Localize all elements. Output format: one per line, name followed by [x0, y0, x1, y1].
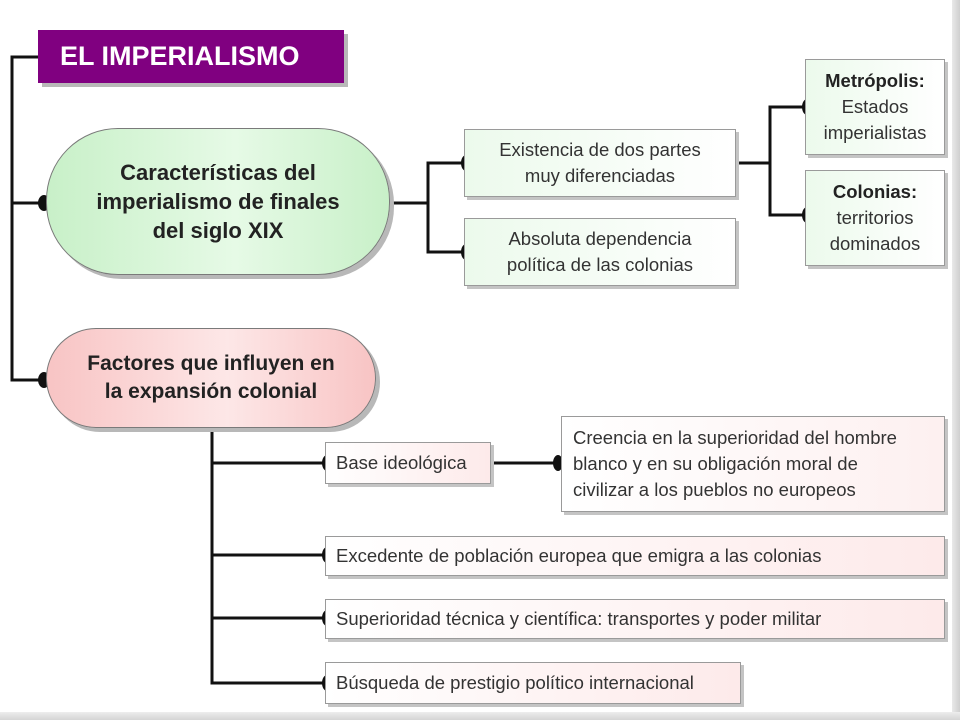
- node-creencia-line: civilizar a los pueblos no europeos: [573, 479, 856, 501]
- node-dependencia-line: Absoluta dependencia: [508, 227, 692, 249]
- node-caracteristicas-line: imperialismo de finales: [96, 188, 340, 214]
- page-title-text: EL IMPERIALISMO: [60, 41, 300, 71]
- node-creencia-line: Creencia en la superioridad del hombre: [573, 426, 897, 448]
- branch-green-down: [426, 203, 462, 254]
- node-existencia-line: muy diferenciadas: [524, 165, 676, 186]
- node-caracteristicas-text: Características del imperialismo de fina…: [96, 158, 339, 245]
- window-right-edge: [952, 0, 960, 720]
- node-existencia: Existencia de dos partes muy diferenciad…: [464, 129, 736, 197]
- node-superioridad-text: Superioridad técnica y científica: trans…: [336, 607, 822, 629]
- node-existencia-text: Existencia de dos partes muy diferenciad…: [499, 137, 701, 190]
- node-factores-line: la expansión colonial: [104, 380, 318, 403]
- branch-exist-down: [768, 163, 803, 217]
- node-factores: Factores que influyen en la expansión co…: [46, 328, 376, 428]
- branch-green-right: [390, 161, 462, 205]
- node-caracteristicas-line: del siglo XIX: [152, 218, 284, 244]
- node-creencia-text: Creencia en la superioridad del hombre b…: [573, 425, 897, 504]
- node-colonias-line: dominados: [829, 233, 921, 255]
- page-title: EL IMPERIALISMO: [38, 30, 344, 83]
- node-caracteristicas-line: Características del: [120, 159, 316, 185]
- node-busqueda-text: Búsqueda de prestigio político internaci…: [336, 671, 694, 693]
- spine-main: [10, 55, 40, 382]
- node-base-ideologica-text: Base ideológica: [336, 451, 467, 473]
- node-colonias: Colonias: territorios dominados: [805, 170, 945, 266]
- node-dependencia-text: Absoluta dependencia política de las col…: [507, 226, 693, 279]
- node-factores-line: Factores que influyen en: [87, 352, 335, 376]
- node-colonias-text: Colonias: territorios dominados: [830, 179, 921, 258]
- node-creencia: Creencia en la superioridad del hombre b…: [561, 416, 945, 512]
- node-existencia-line: Existencia de dos partes: [499, 138, 701, 160]
- node-colonias-heading: Colonias:: [832, 180, 918, 202]
- node-creencia-line: blanco y en su obligación moral de: [573, 452, 858, 474]
- window-bottom-edge: [0, 712, 960, 720]
- node-excedente-text: Excedente de población europea que emigr…: [336, 544, 822, 566]
- node-base-ideologica: Base ideológica: [325, 442, 491, 484]
- node-factores-text: Factores que influyen en la expansión co…: [87, 350, 334, 405]
- node-superioridad: Superioridad técnica y científica: trans…: [325, 599, 945, 639]
- node-dependencia: Absoluta dependencia política de las col…: [464, 218, 736, 286]
- branch-exist-right: [736, 105, 803, 165]
- node-excedente: Excedente de población europea que emigr…: [325, 536, 945, 576]
- node-metropolis-line: Estados: [841, 95, 909, 117]
- node-caracteristicas: Características del imperialismo de fina…: [46, 128, 390, 275]
- node-dependencia-line: política de las colonias: [506, 254, 694, 275]
- spine-factores: [210, 428, 323, 685]
- node-metropolis-line: imperialistas: [823, 122, 927, 144]
- node-metropolis-text: Metrópolis: Estados imperialistas: [824, 68, 927, 147]
- node-metropolis-heading: Metrópolis:: [825, 69, 925, 91]
- dot-creencia: [553, 455, 563, 471]
- node-busqueda: Búsqueda de prestigio político internaci…: [325, 662, 741, 704]
- node-metropolis: Metrópolis: Estados imperialistas: [805, 59, 945, 155]
- node-colonias-line: territorios: [836, 206, 914, 228]
